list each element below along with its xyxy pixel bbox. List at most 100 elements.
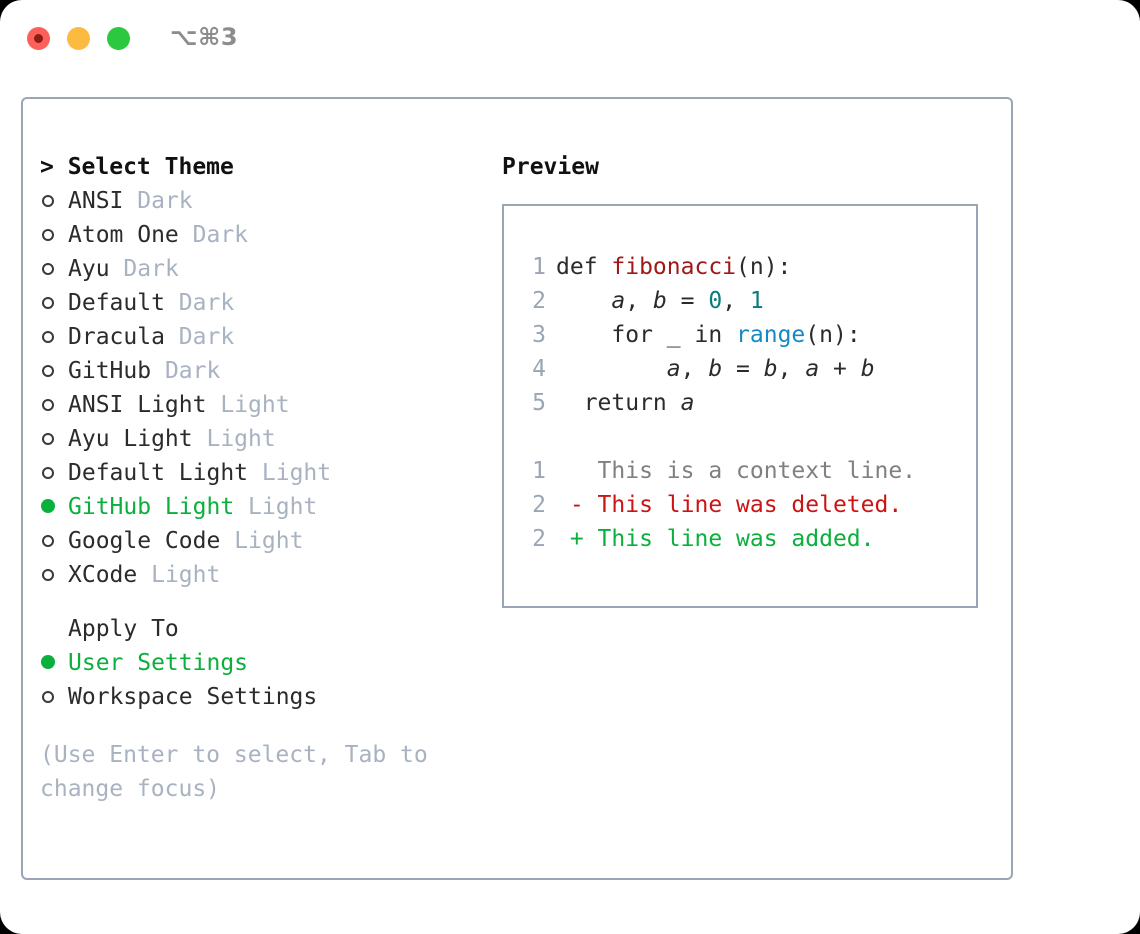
theme-option-name: GitHub: [68, 358, 152, 384]
window-minimize-button[interactable]: [67, 27, 90, 50]
theme-option-name: Ayu: [68, 256, 110, 282]
window-maximize-button[interactable]: [107, 27, 130, 50]
diff-line-text: This is a context line.: [556, 458, 917, 484]
diff-line-text: + This line was added.: [556, 526, 875, 552]
radio-unselected-icon: [40, 320, 68, 354]
theme-option[interactable]: ANSI Dark: [40, 184, 500, 218]
radio-dot: [42, 569, 54, 581]
diff-line-number: 2: [532, 492, 546, 518]
diff-line: 1 This is a context line.: [520, 454, 970, 488]
code-token: ,: [777, 356, 806, 382]
code-token: fibonacci: [611, 254, 737, 280]
code-token: in: [694, 322, 737, 348]
radio-unselected-icon: [40, 524, 68, 558]
code-line: 5 return a: [520, 386, 970, 420]
code-token: a: [805, 356, 820, 382]
radio-unselected-icon: [40, 252, 68, 286]
code-line-number: 4: [532, 356, 546, 382]
code-token: (n):: [805, 322, 861, 348]
radio-unselected-icon: [40, 286, 68, 320]
radio-dot: [42, 467, 54, 479]
theme-option[interactable]: GitHub Light Light: [40, 490, 500, 524]
theme-option-name: XCode: [68, 562, 138, 588]
code-token: b: [708, 356, 723, 382]
radio-unselected-icon: [40, 558, 68, 592]
code-token: ,: [625, 288, 653, 314]
radio-unselected-icon: [40, 422, 68, 456]
code-line: 4 a, b = b, a + b: [520, 352, 970, 386]
code-token: for: [556, 322, 667, 348]
theme-option[interactable]: Default Dark: [40, 286, 500, 320]
diff-line: 2 + This line was added.: [520, 522, 970, 556]
keyboard-shortcut-label: ⌥⌘3: [170, 23, 239, 51]
code-line: 3 for _ in range(n):: [520, 318, 970, 352]
code-token: +: [819, 356, 861, 382]
theme-option-mode: Light: [220, 392, 290, 418]
code-token: b: [763, 356, 778, 382]
theme-option-mode: Dark: [123, 256, 179, 282]
keyboard-hint-text: (Use Enter to select, Tab to change focu…: [40, 742, 428, 802]
code-token: [556, 288, 611, 314]
theme-option-name: GitHub Light: [68, 494, 235, 520]
theme-option-name: Ayu Light: [68, 426, 193, 452]
code-token: range: [736, 322, 806, 348]
theme-option-name: Google Code: [68, 528, 221, 554]
window-close-button[interactable]: [27, 27, 50, 50]
preview-title: Preview: [502, 154, 599, 180]
apply-to-option[interactable]: Workspace Settings: [40, 680, 500, 714]
theme-option-mode: Light: [248, 494, 318, 520]
code-token: 1: [749, 288, 764, 314]
code-token: b: [860, 356, 875, 382]
theme-option[interactable]: Ayu Dark: [40, 252, 500, 286]
code-diff-separator: [520, 420, 970, 454]
theme-option[interactable]: ANSI Light Light: [40, 388, 500, 422]
diff-line-text: - This line was deleted.: [556, 492, 903, 518]
code-token: =: [722, 356, 764, 382]
theme-option[interactable]: Dracula Dark: [40, 320, 500, 354]
code-token: (n):: [736, 254, 792, 280]
radio-unselected-icon: [40, 680, 68, 714]
diff-line-number: 2: [532, 526, 546, 552]
radio-dot: [42, 365, 54, 377]
section-spacer: [40, 592, 500, 612]
select-theme-header: > Select Theme: [40, 154, 234, 180]
theme-option[interactable]: Default Light Light: [40, 456, 500, 490]
radio-dot: [42, 433, 54, 445]
theme-option-name: Default Light: [68, 460, 249, 486]
radio-dot: [42, 297, 54, 309]
radio-dot: [41, 655, 55, 669]
radio-unselected-icon: [40, 456, 68, 490]
theme-option[interactable]: Ayu Light Light: [40, 422, 500, 456]
radio-dot: [42, 195, 54, 207]
theme-option[interactable]: GitHub Dark: [40, 354, 500, 388]
code-token: a: [666, 356, 681, 382]
theme-option-mode: Light: [261, 460, 332, 486]
code-token: =: [666, 288, 709, 314]
code-line-number: 3: [532, 322, 546, 348]
theme-option[interactable]: Google Code Light: [40, 524, 500, 558]
diff-line-number: 1: [532, 458, 546, 484]
theme-option-mode: Dark: [178, 324, 235, 350]
theme-option-mode: Light: [234, 528, 304, 554]
diff-line: 2 - This line was deleted.: [520, 488, 970, 522]
code-token: _: [666, 322, 695, 348]
radio-dot: [41, 499, 55, 513]
theme-option-name: Default: [68, 290, 165, 316]
theme-option[interactable]: XCode Light: [40, 558, 500, 592]
title-bar: ⌥⌘3: [0, 0, 1140, 78]
theme-option-mode: Dark: [164, 358, 221, 384]
radio-dot: [42, 691, 54, 703]
radio-dot: [42, 331, 54, 343]
apply-to-option[interactable]: User Settings: [40, 646, 500, 680]
code-line-number: 1: [532, 254, 546, 280]
code-line: 2 a, b = 0, 1: [520, 284, 970, 318]
code-token: a: [680, 390, 695, 416]
theme-option[interactable]: Atom One Dark: [40, 218, 500, 252]
